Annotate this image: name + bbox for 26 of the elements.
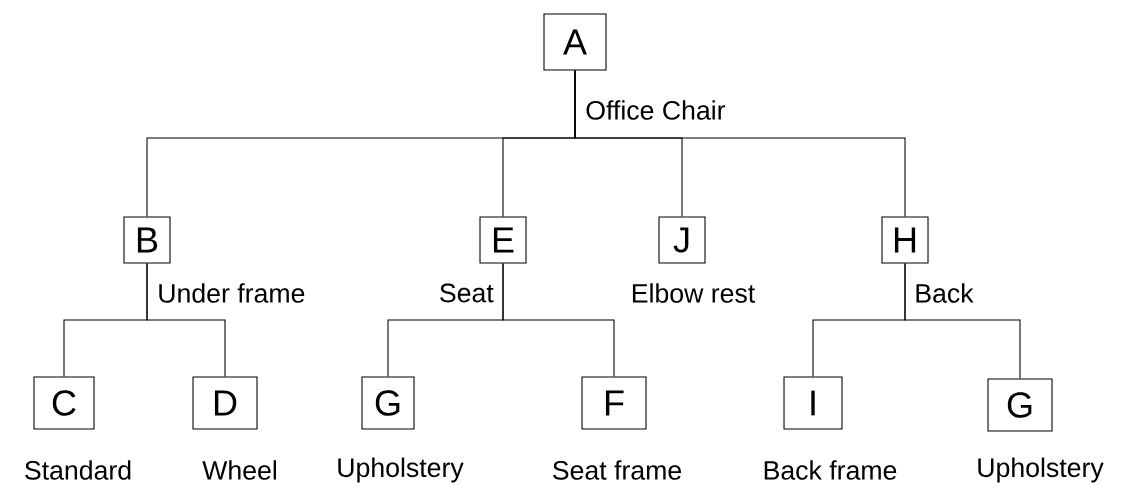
part-label: Office Chair [586,100,726,120]
part-label: Standard [25,460,131,480]
connector-line [574,70,906,217]
letter-box: C [33,376,95,430]
part-label: Under frame [159,283,305,303]
connector-line [502,263,615,377]
part-label: Seat frame [553,460,681,480]
connector-line [146,263,226,377]
part-label: Back [916,283,974,303]
part-label: Upholstery [978,457,1104,483]
letter-box: G [361,376,415,430]
letter-box: F [581,376,647,430]
part-label: Elbow rest [632,283,755,303]
letter-box: H [881,216,929,264]
letter-box: I [783,376,843,430]
letter-box: G [987,378,1053,432]
letter-box: E [479,216,527,264]
part-label: Upholstery [338,457,464,483]
part-label: Seat [440,283,494,303]
letter-box: D [192,376,258,430]
letter-box: J [658,216,706,264]
letter-box: B [123,216,171,264]
letter-box: A [543,13,607,71]
part-label: Wheel [202,460,276,480]
connector-line [904,263,1021,379]
part-label: Back frame [764,460,897,480]
